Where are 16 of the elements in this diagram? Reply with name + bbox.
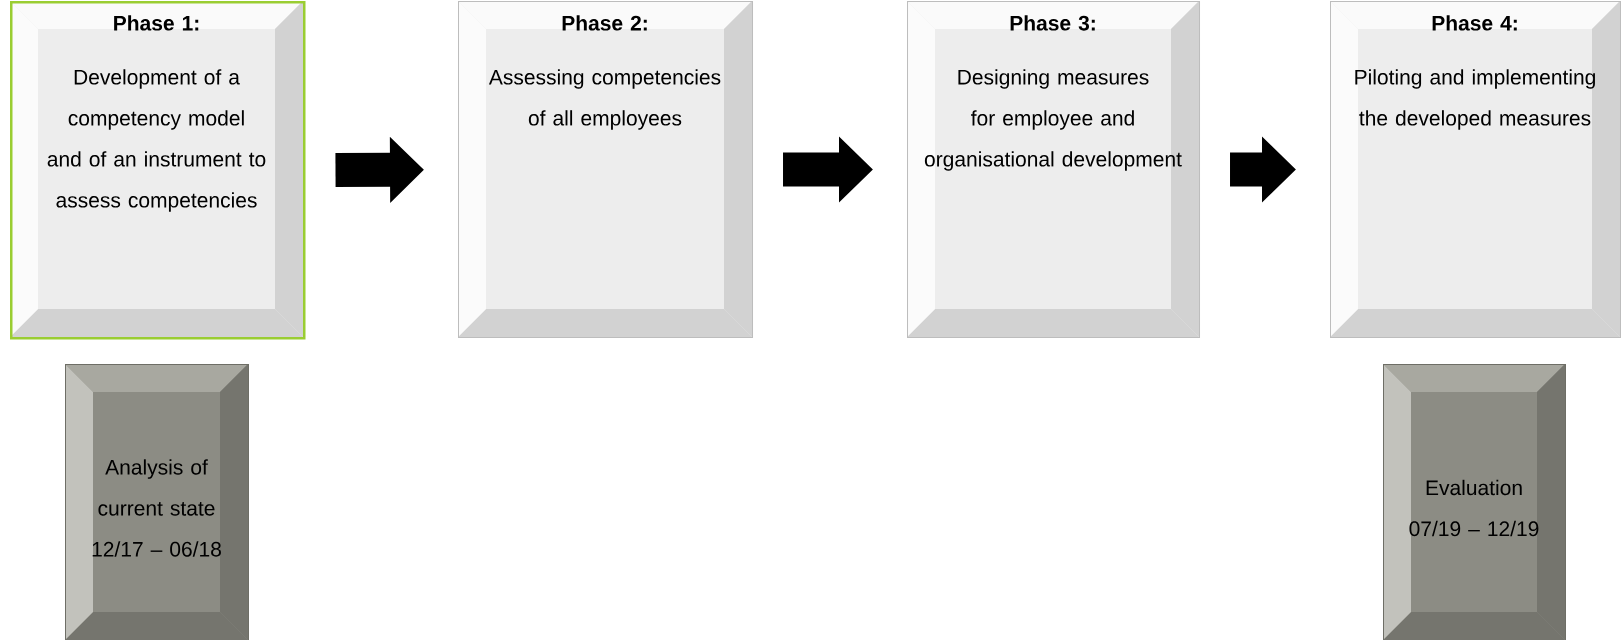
description: Analysis of current state 12/17 – 06/18 xyxy=(92,459,221,557)
heading: Phase 3: xyxy=(1010,15,1095,31)
heading: Phase 1: xyxy=(114,15,199,31)
phase-box xyxy=(907,1,1200,338)
phase-box xyxy=(458,1,753,338)
phase-box xyxy=(10,1,306,340)
period-box xyxy=(65,364,249,640)
description: Piloting and implementing the developed measures xyxy=(1355,69,1595,130)
description: Assessing competencies of all employees xyxy=(488,69,721,130)
description: Development of a competency model and of an instrument to assess competencies xyxy=(47,69,266,212)
phase-box xyxy=(1330,1,1621,338)
heading: Phase 2: xyxy=(562,15,647,31)
description: Evaluation 07/19 – 12/19 xyxy=(1409,479,1539,537)
heading: Phase 4: xyxy=(1432,15,1517,31)
period-box xyxy=(1383,364,1566,640)
description: Designing measures for employee and organisational development xyxy=(924,69,1182,171)
